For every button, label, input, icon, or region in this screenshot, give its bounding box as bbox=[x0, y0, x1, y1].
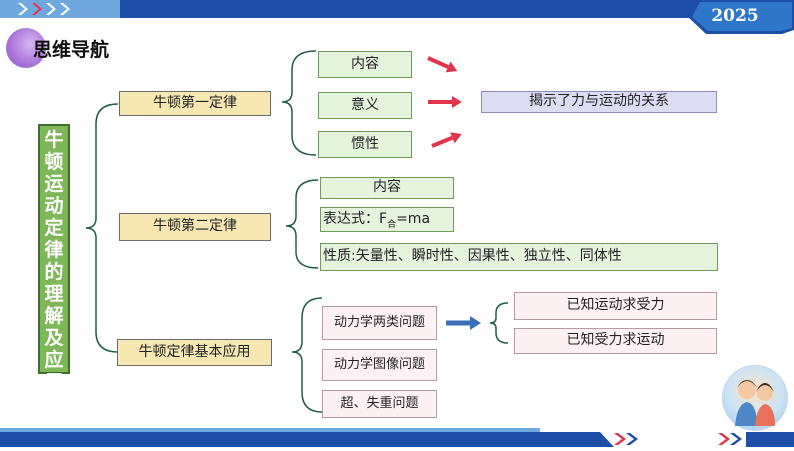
year-badge bbox=[688, 0, 794, 34]
arrow-meaning-icon bbox=[428, 96, 462, 108]
page-title: 思维导航 bbox=[33, 39, 110, 61]
law2-brace bbox=[285, 179, 319, 269]
chevron-right-icon bbox=[44, 2, 58, 16]
app-graph-box: 动力学图像问题 bbox=[322, 349, 437, 381]
root-brace bbox=[85, 103, 119, 353]
law1-content-box: 内容 bbox=[318, 51, 412, 78]
expression-subscript: 合 bbox=[387, 219, 397, 230]
app-box: 牛顿定律基本应用 bbox=[117, 339, 272, 366]
law1-brace bbox=[281, 50, 317, 156]
app-two-types-box: 动力学两类问题 bbox=[322, 306, 437, 340]
law1-meaning-box: 意义 bbox=[318, 92, 412, 119]
bottom-banner bbox=[0, 428, 794, 447]
results-brace bbox=[489, 302, 509, 344]
arrow-content-icon bbox=[427, 56, 458, 73]
law2-properties-box: 性质:矢量性、瞬时性、因果性、独立性、同体性 bbox=[320, 243, 718, 271]
law1-inertia-box: 惯性 bbox=[318, 131, 412, 158]
chevron-right-icon bbox=[30, 2, 44, 16]
students-illustration bbox=[722, 365, 788, 431]
result-force-box: 已知运动求受力 bbox=[514, 292, 717, 320]
law2-content-box: 内容 bbox=[320, 177, 454, 199]
law1-box: 牛顿第一定律 bbox=[119, 91, 271, 116]
arrow-app-icon bbox=[446, 316, 481, 330]
law2-box: 牛顿第二定律 bbox=[119, 213, 271, 241]
law2-expression-box: 表达式：F合=ma bbox=[320, 207, 454, 232]
top-banner-highlight bbox=[0, 0, 120, 18]
result-motion-box: 已知受力求运动 bbox=[514, 328, 717, 354]
top-banner bbox=[0, 0, 794, 18]
law1-result-box: 揭示了力与运动的关系 bbox=[481, 91, 717, 113]
app-weight-box: 超、失重问题 bbox=[322, 390, 437, 418]
title-decoration bbox=[6, 28, 46, 68]
root-topic: 牛顿运 动定律 的理解 及应用 bbox=[38, 124, 70, 393]
expression-prefix: 表达式：F bbox=[323, 211, 388, 227]
chevron-right-icon bbox=[16, 2, 30, 16]
chevron-right-icon bbox=[58, 2, 72, 16]
app-brace bbox=[291, 297, 323, 413]
expression-suffix: =ma bbox=[396, 211, 431, 227]
arrow-inertia-icon bbox=[431, 132, 462, 148]
year-label: 2025 bbox=[711, 6, 759, 26]
